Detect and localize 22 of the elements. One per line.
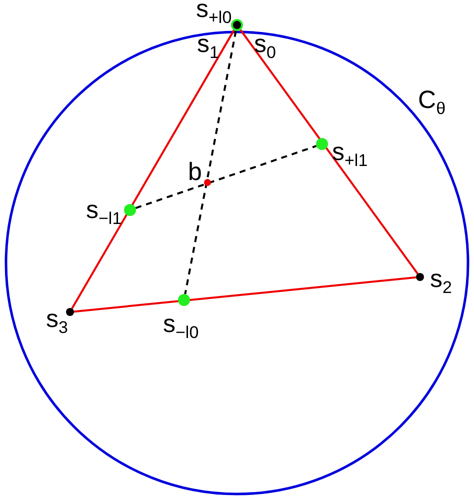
point-label: s$_{0}$ xyxy=(254,32,276,57)
dashed-line xyxy=(184,30,237,294)
point-marker xyxy=(316,138,328,150)
point-marker xyxy=(178,294,190,306)
point-marker xyxy=(416,273,424,281)
triangle-side xyxy=(71,30,235,310)
point-label: s$_{−l1}$ xyxy=(86,198,122,223)
triangle-side xyxy=(74,276,416,313)
point-marker xyxy=(66,308,74,316)
point-label: s$_{2}$ xyxy=(430,267,452,292)
triangle-side xyxy=(240,29,418,274)
point-label: s$_{1}$ xyxy=(197,32,219,57)
point-marker xyxy=(204,178,210,186)
point-label: s$_{+l1}$ xyxy=(332,140,368,165)
point-label: s$_{+l0}$ xyxy=(196,0,232,22)
point-marker xyxy=(231,19,243,31)
point-label: s$_{−l0}$ xyxy=(163,312,199,337)
dashed-line xyxy=(135,145,317,209)
point-label: s$_{3}$ xyxy=(46,307,68,332)
point-label: b xyxy=(188,160,202,185)
point-marker xyxy=(124,204,136,216)
circle-label: C$_{θ}$ xyxy=(418,88,446,113)
